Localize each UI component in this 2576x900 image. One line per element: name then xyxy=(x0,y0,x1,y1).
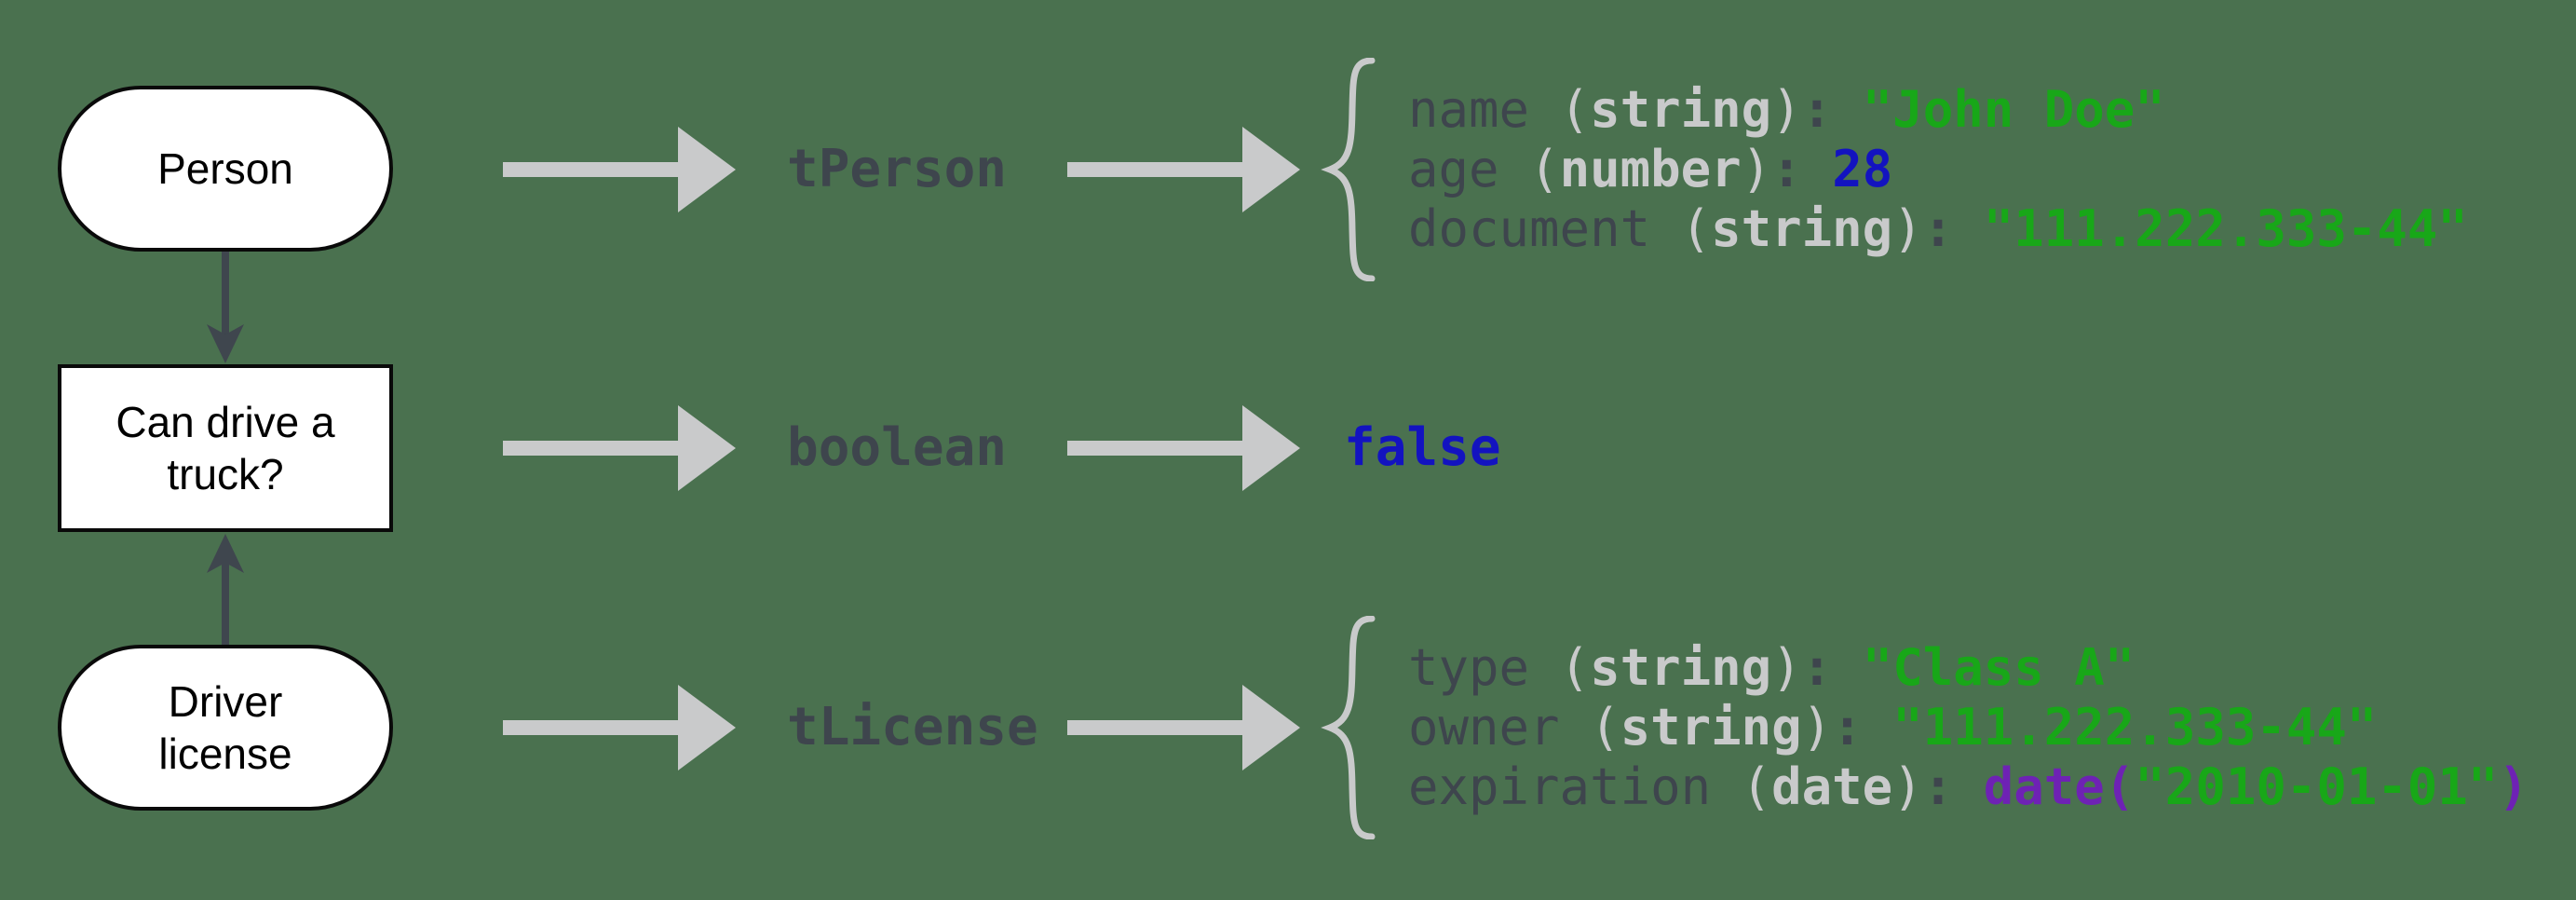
field-line-document: document (string): "111.222.333-44" xyxy=(1408,199,2468,258)
field-value: "111.222.333-44" xyxy=(1892,698,2378,757)
field-value: "John Doe" xyxy=(1862,80,2165,139)
field-line-age: age (number): 28 xyxy=(1408,140,1893,198)
field-value: "2010-01-01" xyxy=(2135,757,2499,816)
node-person: Person xyxy=(58,86,393,252)
record-fields-tlicense: type (string): "Class A"owner (string): … xyxy=(1408,638,2529,817)
arrow-right-icon xyxy=(503,685,736,770)
field-value: ) xyxy=(2498,757,2529,816)
field-value: false xyxy=(1344,417,1501,478)
field-line-owner: owner (string): "111.222.333-44" xyxy=(1408,698,2378,757)
curly-brace-icon xyxy=(1321,616,1376,839)
type-label-tlicense: tLicense xyxy=(787,697,1038,757)
arrow-right-icon xyxy=(1067,685,1300,770)
field-line-name: name (string): "John Doe" xyxy=(1408,80,2165,139)
arrow-down-icon xyxy=(207,252,244,363)
field-value: date( xyxy=(1983,757,2135,816)
record-fields-tperson: name (string): "John Doe"age (number): 2… xyxy=(1408,80,2468,259)
field-value: "111.222.333-44" xyxy=(1983,199,2468,258)
arrow-right-icon xyxy=(503,127,736,212)
type-label-tperson: tPerson xyxy=(787,139,1008,199)
field-value: "Class A" xyxy=(1862,638,2135,697)
field-line-type: type (string): "Class A" xyxy=(1408,638,2135,697)
arrow-right-icon xyxy=(503,405,736,491)
arrow-right-icon xyxy=(1067,127,1300,212)
curly-brace-icon xyxy=(1321,58,1376,281)
arrow-right-icon xyxy=(1067,405,1300,491)
type-label-boolean: boolean xyxy=(787,417,1008,478)
field-line-expiration: expiration (date): date("2010-01-01") xyxy=(1408,757,2529,816)
field-value: 28 xyxy=(1832,140,1893,198)
boolean-value: false xyxy=(1344,418,1501,478)
arrow-up-icon xyxy=(207,534,244,645)
node-person-label: Person xyxy=(157,144,293,193)
